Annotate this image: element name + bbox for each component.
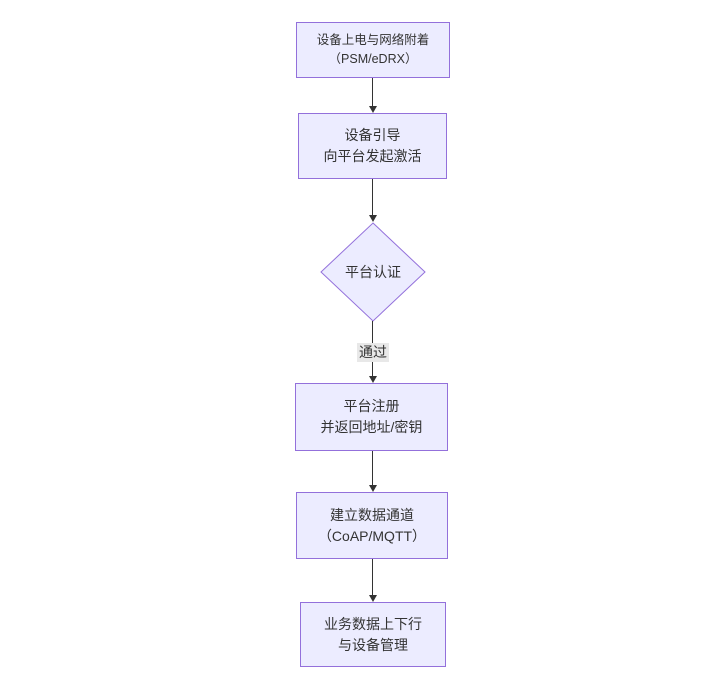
edge-line bbox=[372, 179, 373, 217]
edge-arrow-4 bbox=[368, 451, 377, 492]
arrowhead-icon bbox=[368, 595, 377, 602]
flow-node-device-bootstrap: 设备引导 向平台发起激活 bbox=[298, 113, 447, 179]
edge-arrow-2 bbox=[368, 179, 377, 222]
node-text-line: （PSM/eDRX） bbox=[328, 52, 418, 66]
arrowhead-icon bbox=[368, 485, 377, 492]
arrowhead-icon bbox=[368, 106, 377, 113]
arrowhead-icon bbox=[368, 215, 377, 222]
edge-label-pass: 通过 bbox=[357, 343, 389, 362]
node-text-line: 业务数据上下行 bbox=[324, 615, 422, 632]
edge-arrow-1 bbox=[368, 78, 377, 113]
flow-node-business-data: 业务数据上下行 与设备管理 bbox=[300, 602, 446, 667]
flow-node-platform-auth: 平台认证 bbox=[320, 222, 426, 322]
flow-node-power-network-attach: 设备上电与网络附着 （PSM/eDRX） bbox=[296, 22, 450, 78]
edge-line bbox=[372, 451, 373, 487]
node-text-line: 并返回地址/密钥 bbox=[320, 419, 423, 435]
edge-arrow-5 bbox=[368, 559, 377, 602]
edge-line bbox=[372, 559, 373, 597]
flow-node-data-channel: 建立数据通道 （CoAP/MQTT） bbox=[296, 492, 448, 559]
node-text-line: 平台认证 bbox=[345, 264, 401, 280]
flow-node-platform-register: 平台注册 并返回地址/密钥 bbox=[295, 383, 448, 451]
arrowhead-icon bbox=[368, 376, 377, 383]
node-text-line: 向平台发起激活 bbox=[323, 148, 422, 164]
node-text-line: 建立数据通道 bbox=[330, 506, 414, 523]
node-text-line: （CoAP/MQTT） bbox=[317, 527, 427, 544]
node-text-line: 设备上电与网络附着 bbox=[316, 33, 430, 47]
diamond-shape-icon bbox=[320, 222, 426, 322]
node-text-line: 与设备管理 bbox=[338, 636, 408, 653]
node-text-line: 设备引导 bbox=[344, 127, 401, 143]
edge-line bbox=[372, 78, 373, 108]
node-text-line: 平台注册 bbox=[343, 398, 400, 414]
